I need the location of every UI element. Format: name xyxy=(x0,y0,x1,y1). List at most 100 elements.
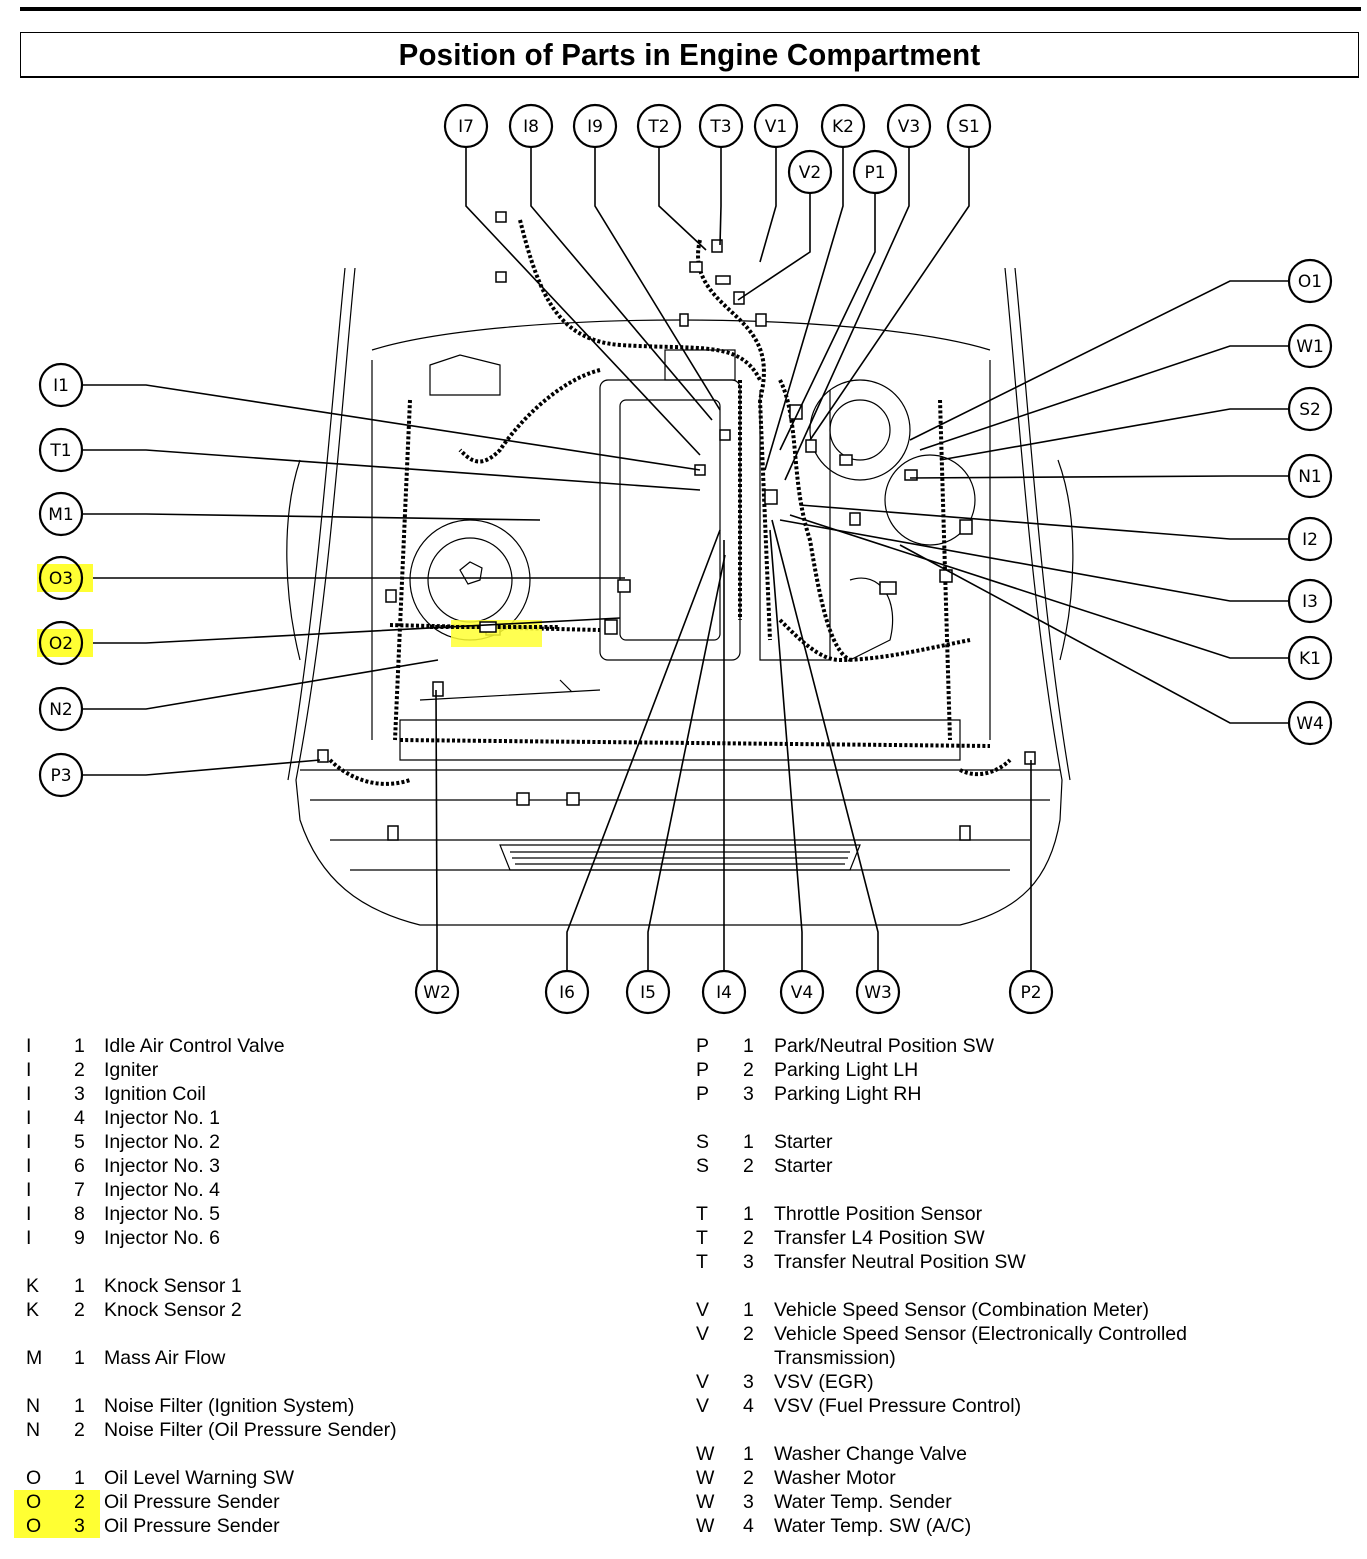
callout-circle xyxy=(852,149,898,195)
legend-letter: P xyxy=(696,1035,710,1057)
callout-highlight xyxy=(37,564,93,592)
callout-circle xyxy=(544,969,590,1015)
legend-description: Oil Pressure Sender xyxy=(104,1515,280,1537)
leader-line-k1 xyxy=(789,514,1289,659)
legend-description: VSV (EGR) xyxy=(774,1371,874,1393)
callout-label: P3 xyxy=(50,766,71,786)
legend-number: 4 xyxy=(74,1107,85,1129)
callout-p2: P2 xyxy=(1008,969,1054,1015)
legend-letter: V xyxy=(696,1371,710,1393)
leader-line-k2 xyxy=(764,147,844,471)
callout-i6: I6 xyxy=(544,969,590,1015)
legend-letter: I xyxy=(26,1131,32,1153)
callout-circle xyxy=(1287,453,1333,499)
callout-circle xyxy=(1287,323,1333,369)
legend-letter: P xyxy=(696,1083,710,1105)
callout-i7: I7 xyxy=(443,103,489,149)
legend-description: Injector No. 3 xyxy=(104,1155,220,1177)
callout-label: I6 xyxy=(559,983,575,1003)
legend-number: 4 xyxy=(743,1395,754,1417)
leader-line-n2 xyxy=(82,659,439,710)
legend-description: Starter xyxy=(774,1155,833,1177)
leader-line-i1 xyxy=(82,384,701,471)
callout-label: I3 xyxy=(1302,592,1318,612)
callout-i1: I1 xyxy=(38,362,84,408)
callout-label: N1 xyxy=(1298,467,1322,487)
callout-circle xyxy=(38,686,84,732)
callout-circle xyxy=(636,103,682,149)
legend-number: 4 xyxy=(743,1515,754,1537)
callout-label: I9 xyxy=(587,117,603,137)
legend-description: VSV (Fuel Pressure Control) xyxy=(774,1395,1022,1417)
leader-line-i5 xyxy=(647,554,726,971)
legend-description: Injector No. 4 xyxy=(104,1179,220,1201)
legend-number: 3 xyxy=(743,1371,754,1393)
callout-n2: N2 xyxy=(38,686,84,732)
callout-circle xyxy=(1287,516,1333,562)
leader-line-v2 xyxy=(737,193,811,301)
legend-letter: K xyxy=(26,1275,40,1297)
legend-number: 1 xyxy=(743,1131,754,1153)
legend-description: Mass Air Flow xyxy=(104,1347,226,1369)
leader-line-v1 xyxy=(759,147,777,263)
callout-circle xyxy=(38,752,84,798)
legend-number: 1 xyxy=(74,1395,85,1417)
callout-circle xyxy=(1287,386,1333,432)
legend-description: Vehicle Speed Sensor (Electronically Con… xyxy=(774,1323,1187,1369)
callout-label: V1 xyxy=(765,117,787,137)
callout-circle xyxy=(443,103,489,149)
page-title: Position of Parts in Engine Compartment xyxy=(398,37,981,72)
callout-label: I5 xyxy=(640,983,656,1003)
leader-line-o1 xyxy=(909,280,1289,441)
legend-number: 3 xyxy=(743,1083,754,1105)
legend-letter: V xyxy=(696,1323,710,1345)
legend-letter: I xyxy=(26,1107,32,1129)
legend-description: Injector No. 1 xyxy=(104,1107,220,1129)
legend-description: Transfer L4 Position SW xyxy=(774,1227,985,1249)
legend-description: Washer Motor xyxy=(774,1467,896,1489)
callout-v1: V1 xyxy=(753,103,799,149)
legend-description: Noise Filter (Ignition System) xyxy=(104,1395,355,1417)
legend-number: 2 xyxy=(743,1467,754,1489)
legend-letter: P xyxy=(696,1059,710,1081)
legend-number: 3 xyxy=(743,1491,754,1513)
callout-p1: P1 xyxy=(852,149,898,195)
leader-line-i7 xyxy=(465,147,701,456)
legend-description: Knock Sensor 2 xyxy=(104,1299,242,1321)
callout-circle xyxy=(886,103,932,149)
engine-parts xyxy=(399,349,976,761)
legend-number: 2 xyxy=(743,1323,754,1345)
callout-circle xyxy=(38,555,84,601)
legend-description: Idle Air Control Valve xyxy=(104,1035,285,1057)
legend-description: Ignition Coil xyxy=(104,1083,206,1105)
callout-label: V3 xyxy=(898,117,920,137)
callout-t3: T3 xyxy=(698,103,744,149)
callout-label: W3 xyxy=(864,983,892,1003)
callout-v3: V3 xyxy=(886,103,932,149)
leader-line-w1 xyxy=(919,345,1289,451)
legend-description: Water Temp. Sender xyxy=(774,1491,952,1513)
callout-label: K2 xyxy=(832,117,854,137)
legend-number: 9 xyxy=(74,1227,85,1249)
legend-number: 1 xyxy=(743,1443,754,1465)
legend-letter: I xyxy=(26,1227,32,1249)
legend-description: Noise Filter (Oil Pressure Sender) xyxy=(104,1419,397,1441)
callout-v4: V4 xyxy=(779,969,825,1015)
callout-label: S2 xyxy=(1299,400,1321,420)
legend-description: Transfer Neutral Position SW xyxy=(774,1251,1026,1273)
legend-letter: I xyxy=(26,1083,32,1105)
callout-w1: W1 xyxy=(1287,323,1333,369)
callout-circle xyxy=(414,969,460,1015)
callout-circle xyxy=(698,103,744,149)
top-rule xyxy=(20,7,1361,11)
callout-i5: I5 xyxy=(625,969,671,1015)
legend-letter: I xyxy=(26,1155,32,1177)
legend-letter: I xyxy=(26,1059,32,1081)
callout-label: I1 xyxy=(53,376,69,396)
leader-line-v3 xyxy=(784,147,910,481)
callout-label: O3 xyxy=(49,569,73,589)
legend-letter: M xyxy=(26,1347,43,1369)
legend-letter: V xyxy=(696,1395,710,1417)
